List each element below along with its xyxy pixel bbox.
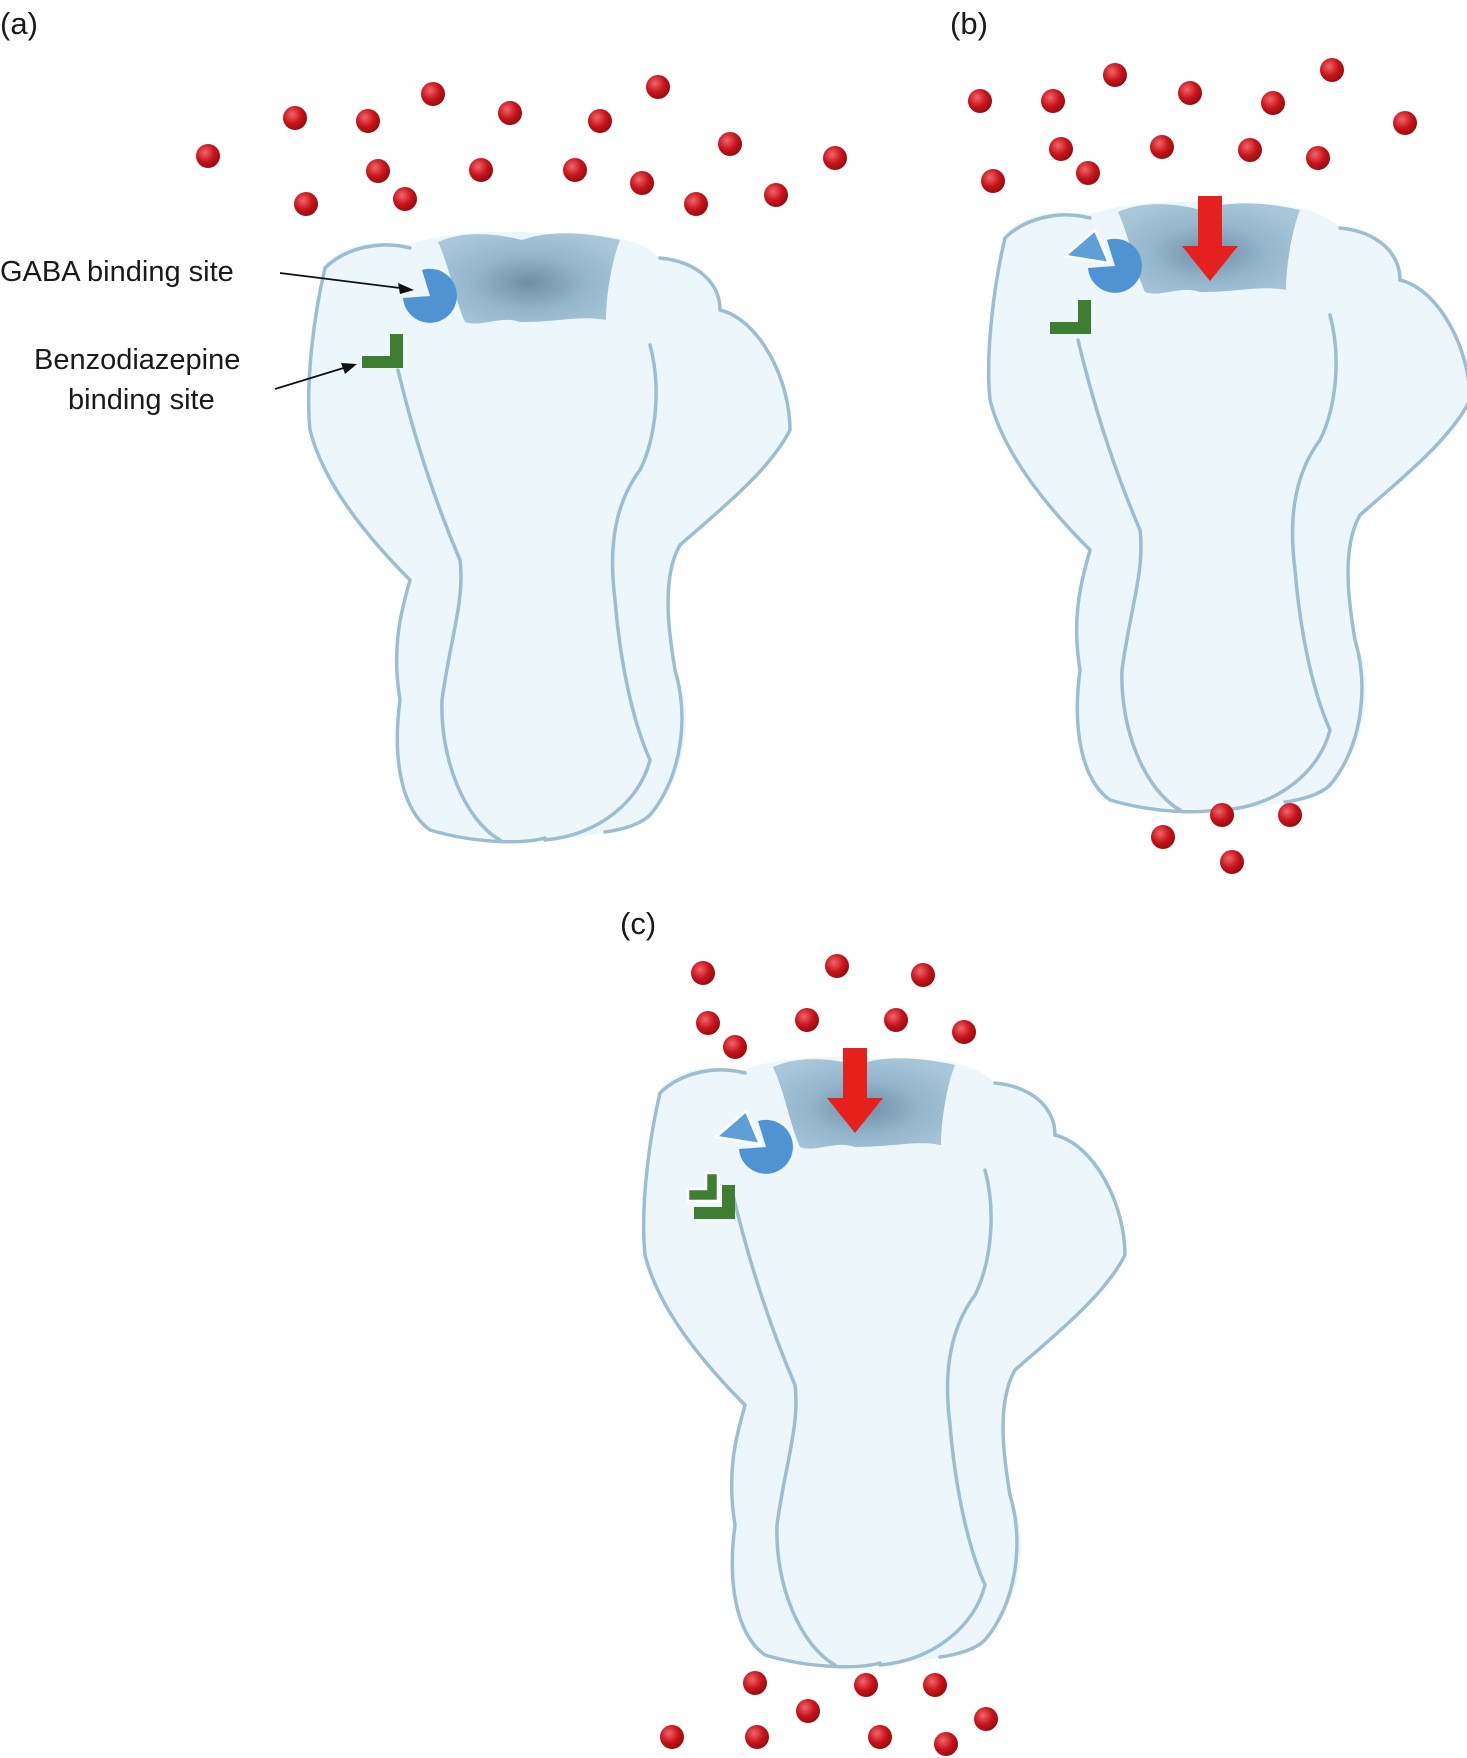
red-ion-dot (1178, 81, 1202, 105)
red-ion-dot (563, 158, 587, 182)
red-ion-dot (745, 1725, 769, 1749)
red-ion-dot (825, 954, 849, 978)
red-ion-dot (630, 171, 654, 195)
red-ion-dot (393, 187, 417, 211)
red-ion-dot (1220, 850, 1244, 874)
panel-c-label: (c) (620, 906, 656, 941)
red-ion-dot (795, 1008, 819, 1032)
red-ion-dot (923, 1673, 947, 1697)
panel-c-ions-bottom (660, 1671, 998, 1756)
panel-c-receptor (641, 1055, 1127, 1669)
red-ion-dot (974, 1707, 998, 1731)
benzo-site-annotation-line1: Benzodiazepine (34, 344, 240, 376)
red-ion-dot (196, 144, 220, 168)
red-ion-dot (1238, 138, 1262, 162)
red-ion-dot (421, 82, 445, 106)
red-ion-dot (1151, 825, 1175, 849)
red-ion-dot (743, 1671, 767, 1695)
panel-a-ions (196, 75, 847, 216)
red-ion-dot (691, 961, 715, 985)
panel-b-label: (b) (950, 6, 988, 41)
red-ion-dot (952, 1020, 976, 1044)
red-ion-dot (1150, 135, 1174, 159)
panel-a-label: (a) (0, 6, 38, 41)
red-ion-dot (1210, 803, 1234, 827)
panel-c (641, 954, 1127, 1756)
panel-a: GABA binding site Benzodiazepine binding… (0, 75, 847, 844)
benzo-site-leader-line (274, 365, 351, 390)
red-ion-dot (684, 192, 708, 216)
red-ion-dot (588, 109, 612, 133)
red-ion-dot (723, 1035, 747, 1059)
red-ion-dot (1306, 146, 1330, 170)
red-ion-dot (498, 101, 522, 125)
red-ion-dot (1393, 111, 1417, 135)
red-ion-dot (1041, 89, 1065, 113)
red-ion-dot (1103, 63, 1127, 87)
red-ion-dot (1049, 137, 1073, 161)
red-ion-dot (1278, 803, 1302, 827)
red-ion-dot (764, 183, 788, 207)
red-ion-dot (718, 132, 742, 156)
benzo-site-arrowhead-icon (341, 363, 357, 374)
red-ion-dot (968, 89, 992, 113)
panel-b-ions-bottom (1151, 803, 1302, 874)
benzo-site-annotation-line2: binding site (68, 384, 215, 416)
red-ion-dot (981, 169, 1005, 193)
red-ion-dot (911, 963, 935, 987)
red-ion-dot (660, 1725, 684, 1749)
red-ion-dot (854, 1673, 878, 1697)
panel-a-receptor (306, 230, 792, 844)
red-ion-dot (696, 1011, 720, 1035)
red-ion-dot (1076, 161, 1100, 185)
panel-c-ions-top (691, 954, 976, 1059)
gaba-site-arrowhead-icon (398, 283, 414, 294)
red-ion-dot (646, 75, 670, 99)
panel-b-ions-top (968, 58, 1417, 193)
red-ion-dot (366, 159, 390, 183)
red-ion-dot (884, 1008, 908, 1032)
red-ion-dot (1320, 58, 1344, 82)
red-ion-dot (469, 158, 493, 182)
red-ion-dot (356, 109, 380, 133)
red-ion-dot (1261, 91, 1285, 115)
red-ion-dot (823, 146, 847, 170)
red-ion-dot (796, 1699, 820, 1723)
red-ion-dot (283, 106, 307, 130)
panel-b (968, 58, 1467, 874)
red-ion-dot (294, 192, 318, 216)
red-ion-dot (934, 1732, 958, 1756)
red-ion-dot (868, 1725, 892, 1749)
gaba-site-leader-line (279, 272, 409, 290)
panel-b-receptor (986, 200, 1467, 814)
gaba-site-annotation: GABA binding site (0, 256, 234, 288)
